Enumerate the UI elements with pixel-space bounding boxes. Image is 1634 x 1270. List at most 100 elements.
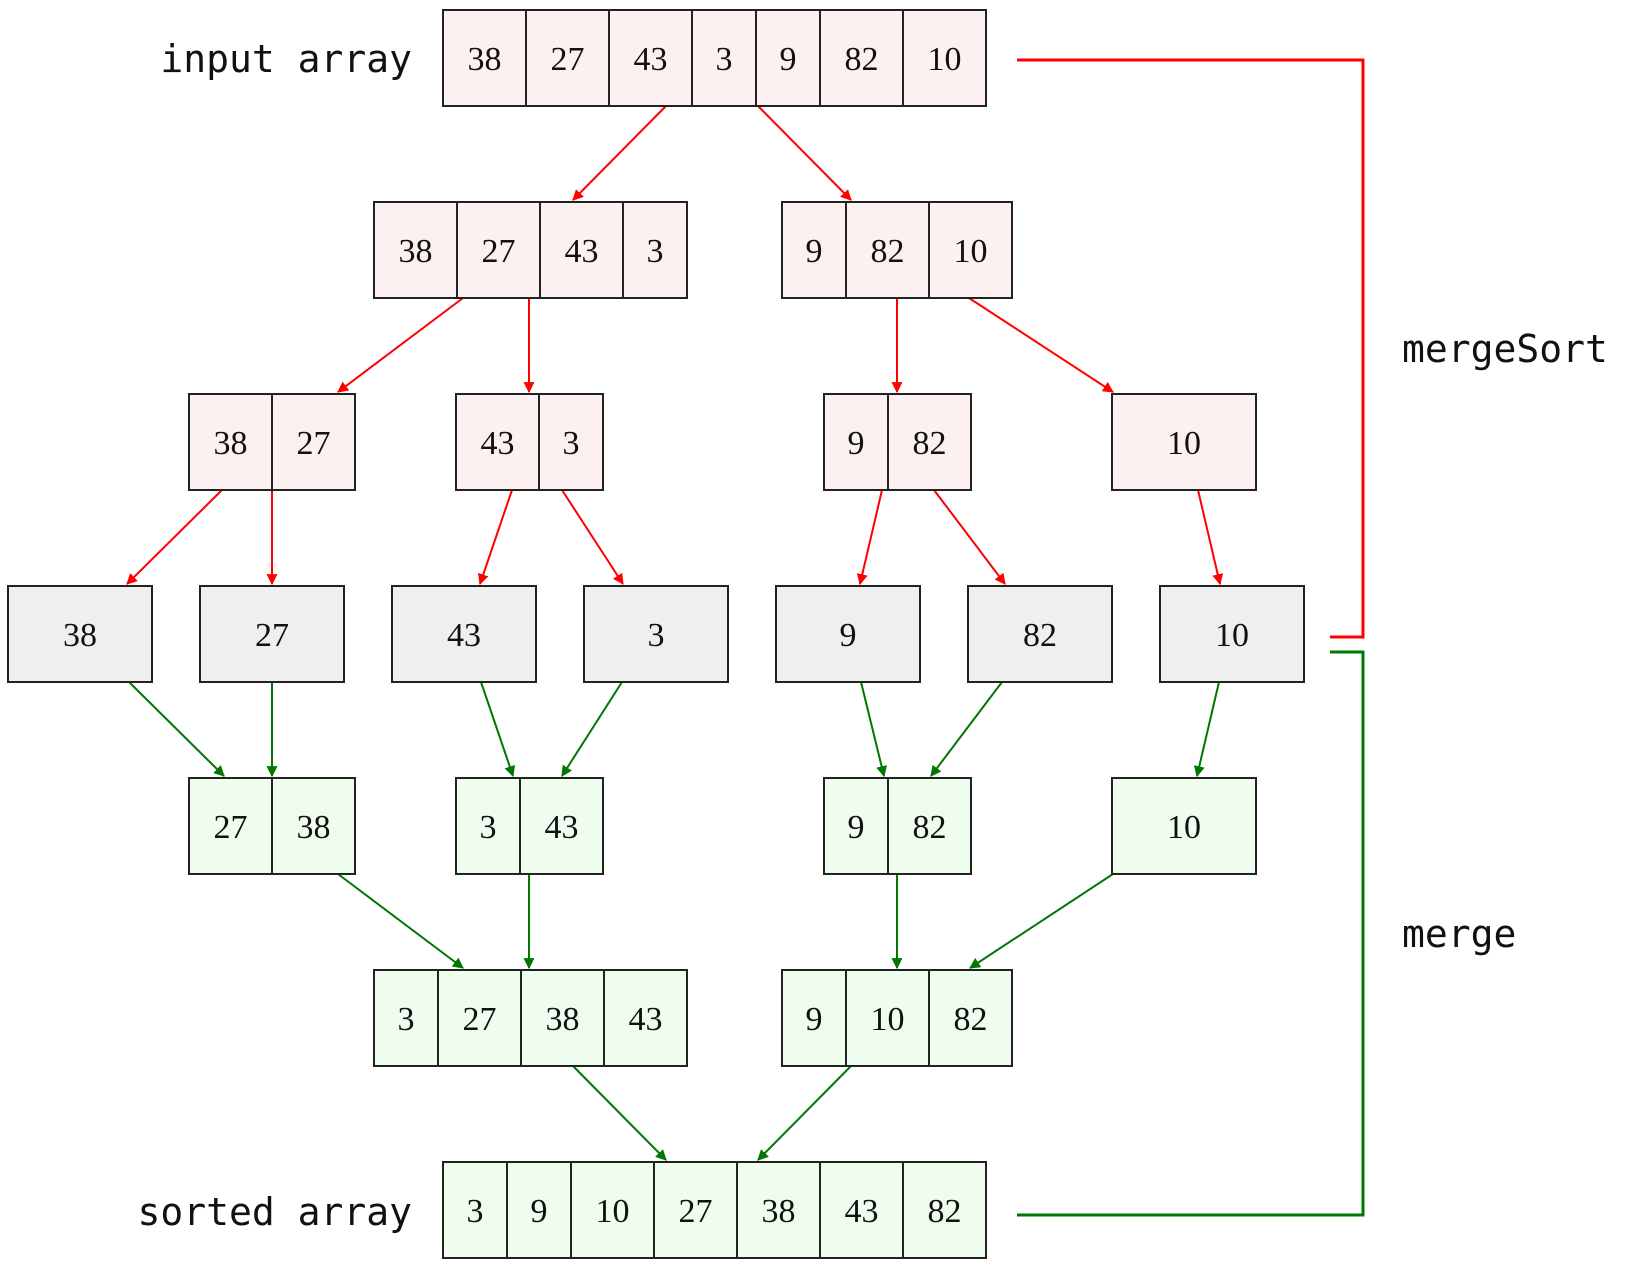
array-cell-value: 9	[531, 1193, 548, 1230]
array-cell	[271, 777, 356, 875]
array-cell-value: 27	[297, 425, 331, 462]
array-cell-value: 82	[913, 425, 947, 462]
array-cell-value: 38	[546, 1001, 580, 1038]
edge-n0-to-n2	[757, 105, 852, 201]
array-cell-value: 3	[647, 233, 664, 270]
edge-l3-to-m1	[561, 681, 623, 777]
array-cell	[271, 393, 356, 491]
array-cell-value: 38	[63, 617, 97, 654]
array-cell	[775, 585, 921, 683]
array-cell-value: 10	[1167, 425, 1201, 462]
array-node-l2: 43	[391, 585, 537, 683]
array-cell	[538, 393, 604, 491]
array-node-l0: 38	[7, 585, 153, 683]
edge-n6-to-l6	[1197, 489, 1224, 586]
array-cell-value: 27	[551, 41, 585, 78]
array-cell-value: 9	[780, 41, 797, 78]
edges-layer	[126, 105, 1224, 1161]
array-cell	[7, 585, 153, 683]
array-cell	[373, 201, 458, 299]
array-cell-value: 3	[398, 1001, 415, 1038]
array-cell-value: 9	[806, 233, 823, 270]
array-cell-value: 82	[1023, 617, 1057, 654]
array-cell-value: 10	[954, 233, 988, 270]
array-cell-value: 38	[762, 1193, 796, 1230]
array-cell-value: 10	[928, 41, 962, 78]
array-node-l5: 82	[967, 585, 1113, 683]
array-cell-value: 82	[913, 809, 947, 846]
array-cell	[887, 777, 972, 875]
edge-n2-to-n6	[968, 297, 1114, 393]
array-cell	[622, 201, 688, 299]
array-node-l3: 3	[583, 585, 729, 683]
array-cell-value: 38	[468, 41, 502, 78]
mergesort-phase-bracket	[1017, 58, 1365, 639]
array-cell-value: 3	[467, 1193, 484, 1230]
array-cell	[928, 201, 1013, 299]
array-cell	[902, 9, 987, 107]
array-cell-value: 10	[596, 1193, 630, 1230]
array-cell-value: 43	[545, 809, 579, 846]
edge-n0-to-n1	[572, 105, 667, 201]
array-node-n5: 9 82	[823, 393, 972, 491]
array-cell-value: 3	[563, 425, 580, 462]
array-cell	[902, 1161, 987, 1259]
array-cell-value: 38	[399, 233, 433, 270]
array-cell-value: 3	[716, 41, 733, 78]
edge-l5-to-m2	[930, 681, 1003, 777]
array-cell-value: 27	[463, 1001, 497, 1038]
array-cell	[391, 585, 537, 683]
array-cell-value: 27	[214, 809, 248, 846]
array-cell-value: 10	[1215, 617, 1249, 654]
array-cell	[691, 9, 757, 107]
array-cell-value: 38	[297, 809, 331, 846]
edge-n4-to-l3	[561, 489, 624, 585]
mergesort-phase-label: mergeSort	[1402, 327, 1608, 371]
edge-m5-to-m6	[757, 1065, 852, 1161]
array-node-n2: 9 82 10	[781, 201, 1013, 299]
array-node-n4: 43 3	[455, 393, 604, 491]
array-cell-value: 9	[840, 617, 857, 654]
array-cell-value: 3	[648, 617, 665, 654]
array-cell-value: 9	[848, 425, 865, 462]
merge-phase-label: merge	[1402, 912, 1516, 956]
array-cell-value: 27	[482, 233, 516, 270]
edge-l0-to-m0	[128, 681, 225, 777]
array-cell	[887, 393, 972, 491]
array-cell-value: 82	[928, 1193, 962, 1230]
array-node-l1: 27	[199, 585, 345, 683]
edge-m4-to-m6	[572, 1065, 667, 1161]
edge-l4-to-m2	[860, 681, 887, 778]
array-cell	[525, 9, 610, 107]
nodes-layer: 38 27 43 3 9 82 10 38 27 43 3 9 82 10 38 27 43 3 9 82 10 38 27…	[7, 9, 1305, 1259]
array-cell	[819, 9, 904, 107]
array-cell	[437, 969, 522, 1067]
array-cell	[928, 969, 1013, 1067]
array-cell	[967, 585, 1113, 683]
edge-n4-to-l2	[477, 489, 513, 586]
edge-m0-to-m4	[337, 873, 464, 969]
array-cell-value: 43	[845, 1193, 879, 1230]
array-cell-value: 82	[871, 233, 905, 270]
array-cell	[736, 1161, 821, 1259]
array-cell	[188, 777, 273, 875]
array-cell	[199, 585, 345, 683]
array-cell-value: 43	[481, 425, 515, 462]
edge-l6-to-m3	[1193, 681, 1220, 778]
array-cell-value: 38	[214, 425, 248, 462]
array-cell	[373, 969, 439, 1067]
array-node-m3: 10	[1111, 777, 1257, 875]
array-cell-value: 3	[480, 809, 497, 846]
input-array-label: input array	[160, 37, 412, 81]
array-cell	[823, 393, 889, 491]
array-cell-value: 27	[255, 617, 289, 654]
array-cell	[781, 969, 847, 1067]
array-cell	[1159, 585, 1305, 683]
array-node-l4: 9	[775, 585, 921, 683]
merge-phase-bracket	[1017, 650, 1365, 1217]
array-cell	[781, 201, 847, 299]
array-cell	[570, 1161, 655, 1259]
array-cell	[1111, 777, 1257, 875]
